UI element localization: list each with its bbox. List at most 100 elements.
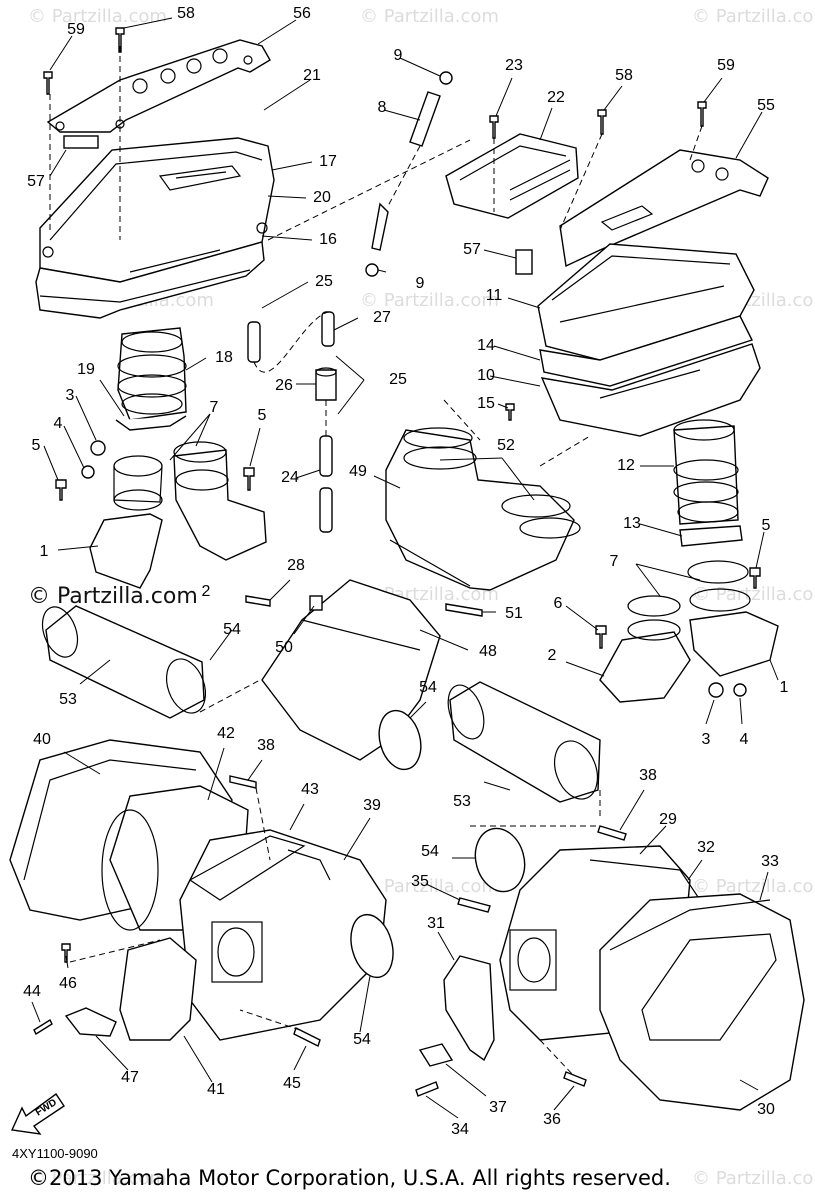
watermark: © Partzilla.com [360,6,499,27]
stay-47[interactable] [64,1007,117,1037]
callout-33: 33 [761,853,779,870]
bolt-38-right[interactable] [597,825,627,841]
callout-10: 10 [477,367,495,384]
filter-cover-30[interactable] [599,893,805,1111]
cap-3-right[interactable] [708,682,724,698]
bolt-46[interactable] [61,943,71,963]
clamp-54-upper-mid[interactable] [373,706,427,774]
airbox-cover-16[interactable] [39,137,275,283]
callout-36: 36 [543,1111,561,1128]
airbox-lower-10[interactable] [540,343,761,437]
bolt-23[interactable] [489,115,499,139]
gasket-32[interactable] [589,859,701,901]
bolt-59-left[interactable] [43,71,53,95]
stay-37[interactable] [418,1043,454,1067]
callout-58: 58 [615,67,633,84]
bolt-51[interactable] [445,603,483,617]
clip-50 [309,595,323,611]
intake-joint-12[interactable] [673,419,739,525]
callout-58: 58 [177,5,195,22]
bolt-58-right[interactable] [597,109,607,135]
manifold-left-1[interactable] [89,455,163,589]
callout-21: 21 [303,67,321,84]
bolt-44[interactable] [33,1018,53,1036]
bolt-59-right[interactable] [697,101,707,127]
callout-51: 51 [505,605,523,622]
airbox-lower-case[interactable] [35,241,265,319]
screw-6[interactable] [595,625,607,649]
callout-8: 8 [378,99,387,116]
callout-54: 54 [353,1031,371,1048]
intake-duct-49[interactable] [385,427,581,591]
watermark: © Partzilla.com [692,876,815,897]
bracket-41[interactable] [119,937,197,1041]
intake-joint-18[interactable] [115,327,187,431]
diagram-reference-code: 4XY1100-9090 [12,1146,98,1161]
clip-4-left[interactable] [81,465,95,479]
damper-57-right[interactable] [515,249,533,275]
clip-4-right[interactable] [733,683,747,697]
watermark: © Partzilla.com [28,1168,167,1189]
cover-22[interactable] [445,133,579,219]
filter-case-39[interactable] [179,829,387,1041]
screw-5-left[interactable] [55,479,67,501]
intake-hose-53-left[interactable] [36,602,212,719]
airbox-left-bracket-56[interactable] [46,39,271,133]
screw-5-right[interactable] [749,567,761,589]
callout-9: 9 [394,47,403,64]
airbox-gasket-14[interactable] [539,315,753,387]
bolt-34[interactable] [415,1081,439,1097]
callout-30: 30 [757,1101,775,1118]
bolt-36[interactable] [563,1071,587,1087]
gasket-43[interactable] [188,835,306,901]
bolt-35[interactable] [457,897,491,913]
breather-hoses[interactable] [247,311,337,533]
callout-5: 5 [32,437,41,454]
callout-54: 54 [419,679,437,696]
bracket-31[interactable] [443,955,495,1062]
screw-5-left-b[interactable] [243,467,255,491]
bolt-58-left[interactable] [115,27,125,53]
manifold-left-2[interactable] [173,441,267,561]
clamp-54-lower-right[interactable] [469,823,532,897]
clamp-13[interactable] [679,525,743,547]
callout-20: 20 [313,189,331,206]
clamp-19 [115,415,187,431]
cap-3-left[interactable] [90,440,106,456]
callout-49: 49 [349,463,367,480]
damper-57-left[interactable] [63,135,99,149]
callout-43: 43 [301,781,319,798]
callout-5: 5 [762,517,771,534]
callout-13: 13 [623,515,641,532]
callout-41: 41 [207,1081,225,1098]
bolt-38-left[interactable] [229,775,257,789]
callout-27: 27 [373,309,391,326]
copyright-footer: ©2013 Yamaha Motor Corporation, U.S.A. A… [28,1166,671,1190]
gasket-33[interactable] [609,899,771,951]
intake-hose-53-right[interactable] [441,680,605,805]
clamp-54-lower-left[interactable] [344,910,399,982]
manifold-right-1[interactable] [687,560,779,677]
callout-54: 54 [421,843,439,860]
airbox-case-11[interactable] [537,243,755,361]
callout-7: 7 [210,399,219,416]
watermark: © Partzilla.com [692,6,815,27]
hose-8[interactable] [365,71,453,277]
bolt-15[interactable] [505,403,515,421]
airbox-right-bracket-55[interactable] [559,149,769,268]
callout-22: 22 [547,89,565,106]
callout-26: 26 [275,377,293,394]
callout-9: 9 [416,275,425,292]
callout-37: 37 [489,1099,507,1116]
callout-59: 59 [67,21,85,38]
callout-labels: 59 58 56 21 57 17 20 16 9 8 23 22 58 59 … [23,5,788,1138]
watermark: © Partzilla.com [28,6,167,27]
callout-25: 25 [315,273,333,290]
bolt-28[interactable] [245,595,271,607]
callout-46: 46 [59,975,77,992]
callout-39: 39 [363,797,381,814]
callout-25: 25 [389,371,407,388]
manifold-right-2[interactable] [599,595,691,703]
bolt-45[interactable] [293,1027,321,1047]
